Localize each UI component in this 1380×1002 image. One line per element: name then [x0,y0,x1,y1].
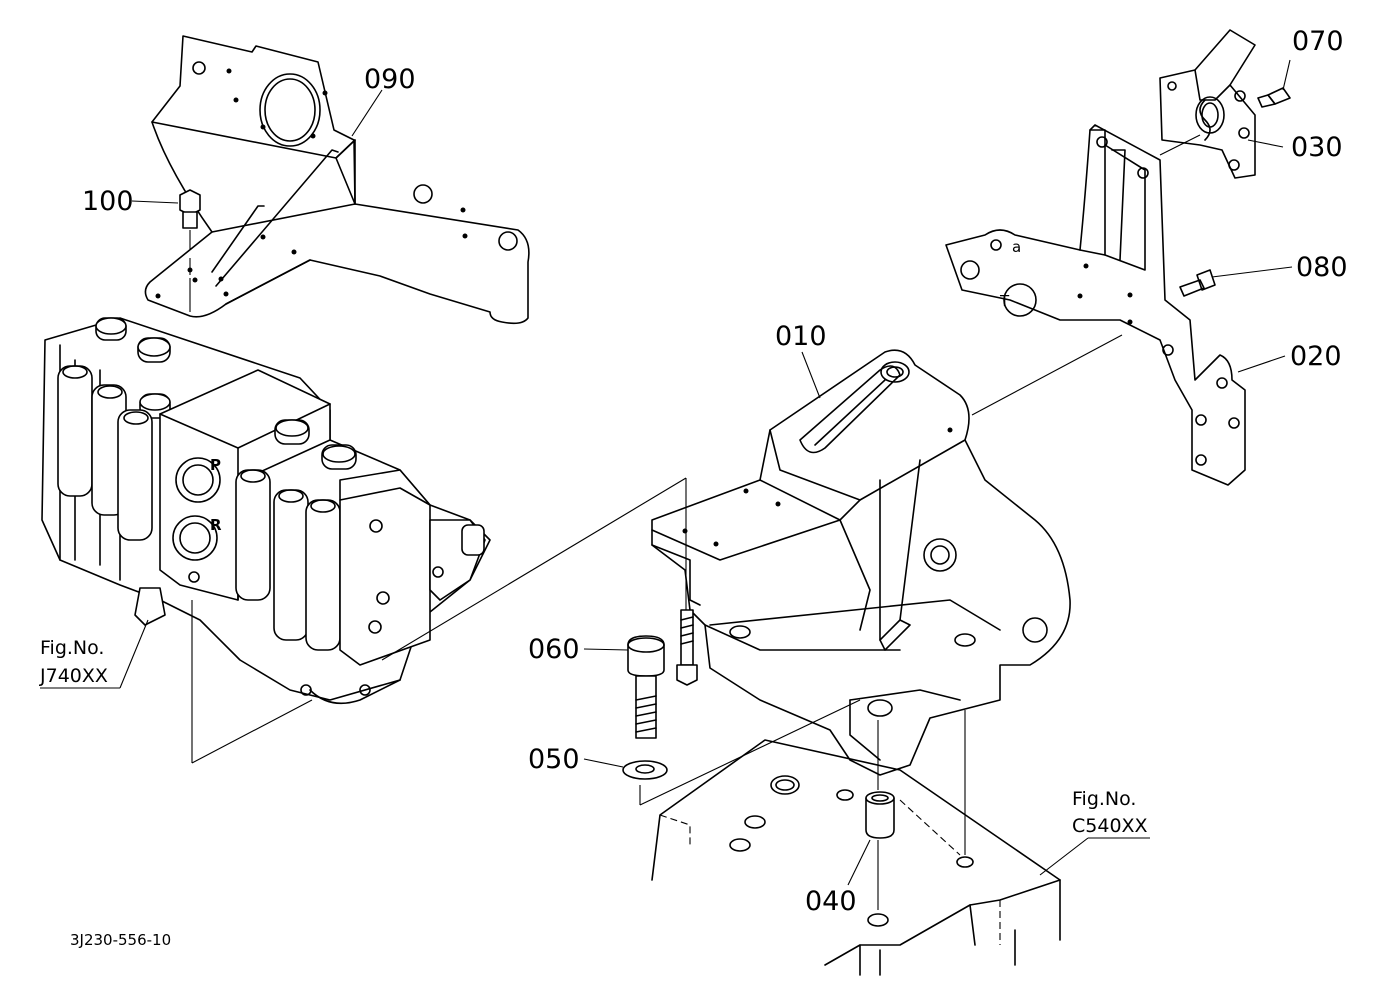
figure-ref-left: Fig.No. J740XX [39,637,108,687]
figure-ref-right-line1: Fig.No. [1072,788,1136,810]
label-050: 050 [528,744,580,775]
bracket-090 [144,35,530,325]
washer-050 [622,760,668,780]
label-020: 020 [1290,341,1342,372]
label-100: 100 [82,186,134,217]
leader-lines [40,59,1293,910]
bracket-mark-t: T [999,292,1010,310]
control-valve-assembly: P R [41,317,491,705]
bolt-center [676,609,698,686]
bracket-020: a T [945,124,1246,486]
bolt-070 [1257,87,1291,108]
label-090: 090 [364,64,416,95]
figure-ref-left-line1: Fig.No. [40,637,104,659]
stand-010 [651,349,1071,776]
bolt-080 [1179,269,1216,297]
bolt-100 [179,189,201,275]
figure-ref-left-line2: J740XX [39,665,108,687]
collar-040 [865,791,895,839]
drawing-code: 3J230-556-10 [70,931,171,949]
label-080: 080 [1296,252,1348,283]
port-r-mark: R [210,516,222,534]
label-040: 040 [805,886,857,917]
lever-030 [1159,29,1256,179]
part-labels: 090 100 070 030 080 020 010 060 050 040 [82,26,1348,917]
port-p-mark: P [210,456,221,474]
label-070: 070 [1292,26,1344,57]
bolt-060 [627,635,665,739]
figure-ref-right: Fig.No. C540XX [1072,788,1148,837]
bracket-mark-a: a [1012,238,1021,256]
transmission-case [651,739,1061,976]
label-010: 010 [775,321,827,352]
figure-ref-right-line2: C540XX [1072,815,1148,837]
label-060: 060 [528,634,580,665]
label-030: 030 [1291,132,1343,163]
